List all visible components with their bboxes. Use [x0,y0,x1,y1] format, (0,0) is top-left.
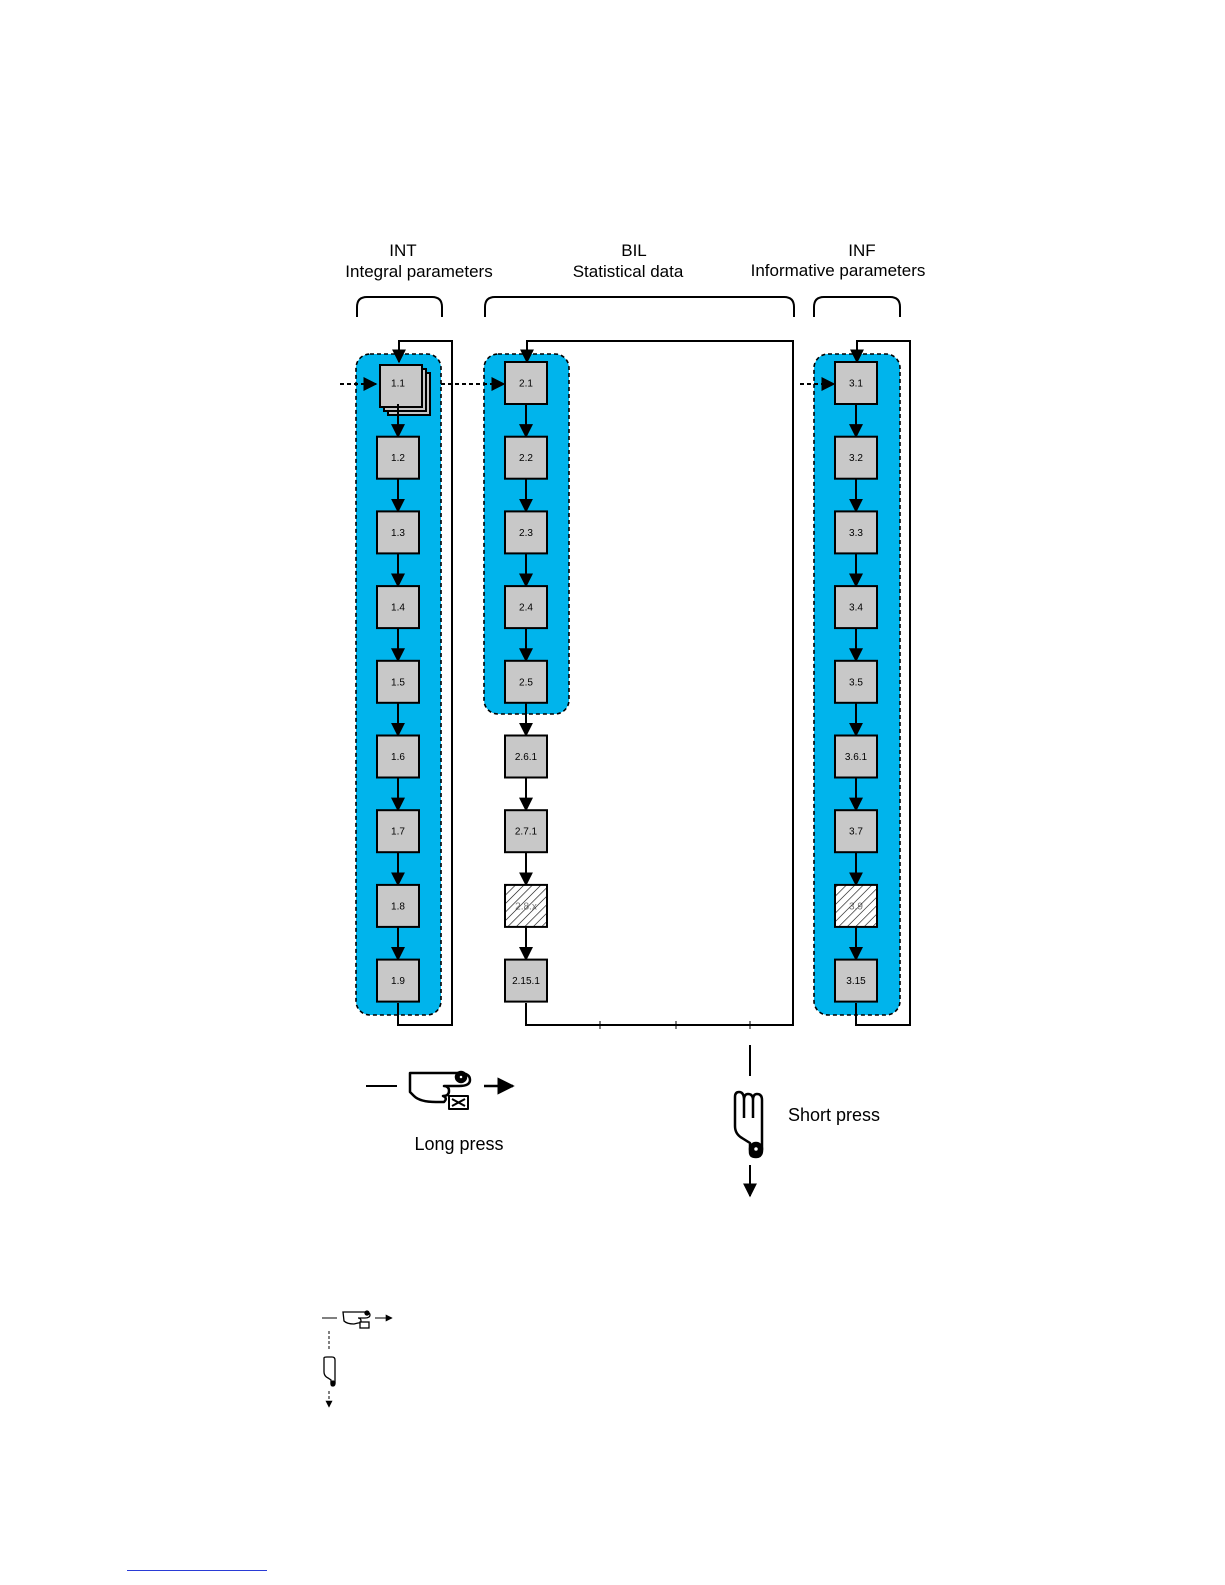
param-box-2-1: 2.1 [505,362,547,404]
param-box-2-15-1: 2.15.1 [505,960,547,1002]
brace-inf [814,297,900,317]
param-box-1-1: 1.1 [391,379,405,390]
footer-rule [127,1570,267,1571]
long-press-label: Long press [414,1134,503,1154]
param-box-label: 3.3 [849,528,863,539]
header-int: INT Integral parameters [345,241,492,281]
param-box-1-4: 1.4 [377,586,419,628]
param-box-2-5: 2.5 [505,661,547,703]
param-box-label: 3.15 [846,976,866,987]
short-press-legend: Short press [735,1045,880,1196]
int-title: Integral parameters [345,262,492,281]
bil-code: BIL [621,241,647,260]
param-box-label: 2.5 [519,677,533,688]
panels [356,354,900,1015]
bil-title: Statistical data [573,262,684,281]
param-box-1-6: 1.6 [377,736,419,778]
header-bil: BIL Statistical data [573,241,684,281]
param-box-1-7: 1.7 [377,810,419,852]
long-press-legend: Long press [366,1072,513,1154]
box-1-1-stack [380,365,430,415]
param-box-label: 1.1 [391,379,405,390]
hand-pointing-down-icon [735,1092,762,1157]
param-box-label: 2.6.1 [515,752,538,763]
param-box-label: 1.5 [391,677,405,688]
param-box-label: 3.5 [849,677,863,688]
param-box-label: 1.7 [391,827,405,838]
param-box-3-9: 3.9 [835,885,877,927]
param-box-label: 3.2 [849,453,863,464]
param-box-3-4: 3.4 [835,586,877,628]
param-box-2-6-1: 2.6.1 [505,736,547,778]
param-box-1-8: 1.8 [377,885,419,927]
param-box-3-3: 3.3 [835,511,877,553]
param-box-1-5: 1.5 [377,661,419,703]
param-box-3-15: 3.15 [835,960,877,1002]
brace-int [357,297,442,317]
param-box-label: 2.2 [519,453,533,464]
param-box-label: 2.3 [519,528,533,539]
param-box-label: 2.4 [519,603,533,614]
param-box-2-8-x: 2.8.x [505,885,547,927]
param-box-label: 1.4 [391,603,405,614]
param-box-1-2: 1.2 [377,437,419,479]
param-box-label: 2.1 [519,379,533,390]
param-box-label: 1.2 [391,453,405,464]
param-box-label: 3.1 [849,379,863,390]
param-box-1-3: 1.3 [377,511,419,553]
param-box-1-9: 1.9 [377,960,419,1002]
param-box-label: 3.9 [849,901,863,912]
inf-title: Informative parameters [751,261,926,280]
param-box-label: 2.15.1 [512,976,540,987]
param-box-3-5: 3.5 [835,661,877,703]
brace-bil [485,297,794,317]
param-box-label: 3.7 [849,827,863,838]
param-box-label: 1.9 [391,976,405,987]
param-box-label: 1.8 [391,901,405,912]
param-box-label: 1.6 [391,752,405,763]
short-press-label: Short press [788,1105,880,1125]
param-box-label: 2.7.1 [515,827,538,838]
small-legend [322,1311,392,1407]
param-box-label: 3.4 [849,603,863,614]
param-box-3-7: 3.7 [835,810,877,852]
param-box-2-2: 2.2 [505,437,547,479]
param-box-3-6-1: 3.6.1 [835,736,877,778]
param-box-2-3: 2.3 [505,511,547,553]
param-box-label: 3.6.1 [845,752,868,763]
small-hand-down-icon [324,1357,335,1386]
inf-code: INF [848,241,875,260]
param-box-label: 2.8.x [515,901,537,912]
param-box-2-7-1: 2.7.1 [505,810,547,852]
param-box-2-4: 2.4 [505,586,547,628]
hand-pointing-right-icon [410,1072,470,1109]
param-box-3-2: 3.2 [835,437,877,479]
param-box-label: 1.3 [391,528,405,539]
header-braces [357,297,900,317]
header-inf: INF Informative parameters [751,241,926,280]
small-hand-right-icon [343,1311,370,1328]
param-box-3-1: 3.1 [835,362,877,404]
int-code: INT [389,241,416,260]
